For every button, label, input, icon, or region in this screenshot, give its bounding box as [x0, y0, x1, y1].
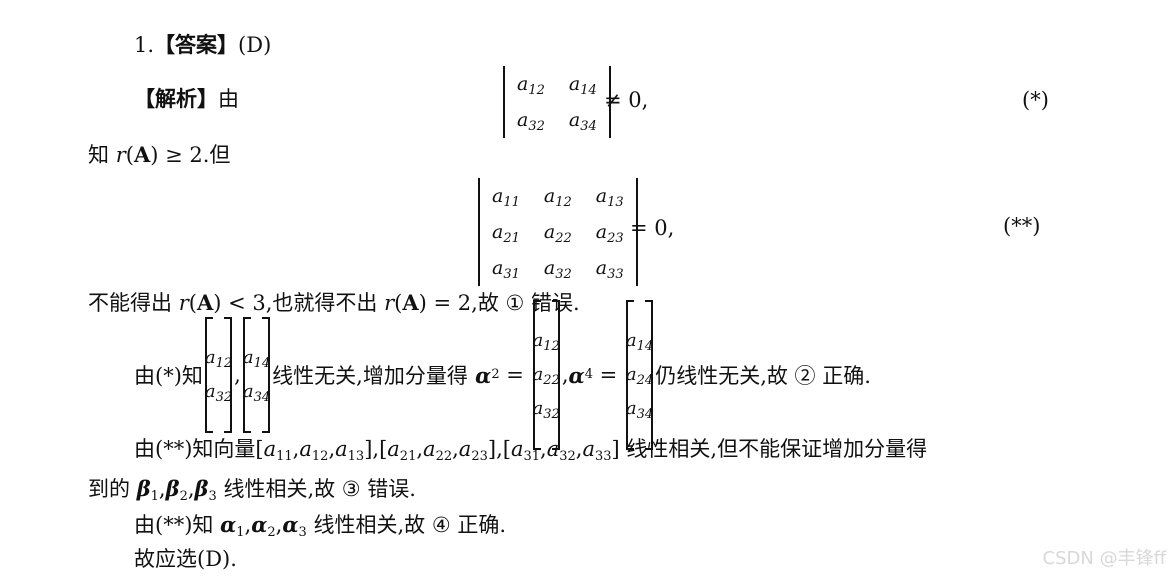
neq-zero: ≠ 0,	[604, 88, 649, 112]
det3-a21: a21	[492, 221, 520, 246]
determinant-2x2: a12 a14 a32 a34	[503, 66, 611, 138]
question-number: 1.	[134, 33, 155, 57]
analysis-line: 【解析】由	[134, 84, 239, 114]
line-vectors-dependent: 由(**)知向量[a11,a12,a13],[a21,a22,a23],[a31…	[134, 437, 928, 464]
answer-value: (D)	[238, 33, 272, 57]
det3-a11: a11	[492, 185, 520, 210]
line-beta: 到的 β1,β2,β3 线性相关,故 ③ 错误.	[88, 476, 416, 504]
det2-a34: a34	[568, 109, 597, 134]
det2-a32: a32	[517, 109, 545, 134]
equation-label-star: (*)	[1022, 88, 1049, 112]
det3-a32: a32	[543, 257, 572, 282]
line-alpha: 由(**)知 α1,α2,α3 线性相关,故 ④ 正确.	[134, 512, 507, 540]
det3-a31: a31	[492, 257, 520, 282]
det3-a23: a23	[595, 221, 624, 246]
rank-line: 知 r(A) ≥ 2.但	[88, 142, 231, 167]
det3-a33: a33	[595, 257, 624, 282]
analysis-you: 由	[218, 87, 239, 111]
det2-a14: a14	[568, 73, 597, 98]
determinant-3x3: a11 a12 a13 a21 a22 a23 a31 a32 a33	[478, 178, 638, 286]
conclusion-1: 不能得出 r(A) < 3,也就得不出 r(A) = 2,故 ① 错误.	[88, 290, 580, 315]
det3-a13: a13	[595, 185, 624, 210]
eq-zero: = 0,	[630, 216, 675, 240]
vector-line-prefix: 由(*)知	[134, 364, 203, 388]
answer-line: 1.【答案】(D)	[134, 30, 271, 60]
equation-label-star-star: (**)	[1003, 214, 1041, 238]
det2-a12: a12	[517, 73, 545, 98]
analysis-tag: 【解析】	[134, 86, 218, 111]
vector-line-mid: 线性无关,增加分量得	[272, 364, 468, 388]
final-answer: 故应选(D).	[134, 547, 237, 571]
vector-line-suffix: 仍线性无关,故 ② 正确.	[655, 364, 871, 388]
watermark: CSDN @丰锋ff	[1042, 548, 1166, 569]
det3-a22: a22	[543, 221, 572, 246]
det3-a12: a12	[543, 185, 572, 210]
answer-tag: 【答案】	[154, 32, 239, 57]
